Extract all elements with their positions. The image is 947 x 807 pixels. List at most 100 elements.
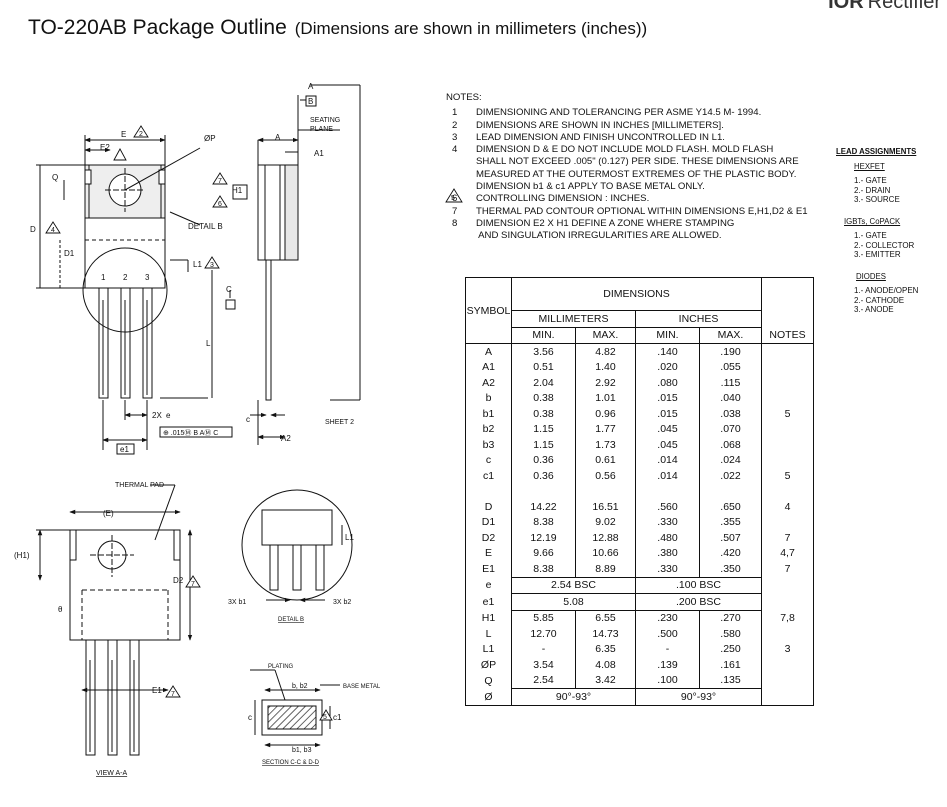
label-D1: D1: [64, 249, 75, 258]
table-cell: .200 BSC: [635, 593, 762, 611]
table-cell: L: [465, 626, 512, 642]
table-cell: [761, 421, 814, 437]
label-section: SECTION C-C & D-D: [262, 760, 320, 766]
table-cell: 4.82: [575, 343, 636, 360]
label-e1: e1: [120, 445, 129, 454]
table-cell: 16.51: [575, 499, 636, 515]
label-section-c1: c1: [333, 713, 342, 722]
label-seating: SEATING: [310, 117, 340, 124]
table-cell: [761, 593, 814, 610]
label-E1: E1: [152, 686, 162, 695]
view-a-a: [36, 484, 193, 756]
table-cell: .115: [699, 375, 762, 391]
note-triangles: 2 4 7 6 3 7 7 5 5: [45, 125, 463, 721]
table-cell: 4: [761, 499, 814, 515]
table-cell: .650: [699, 499, 762, 515]
th-mm-min: MIN.: [511, 326, 576, 344]
svg-text:5: 5: [323, 714, 327, 721]
table-cell: 6.35: [575, 641, 636, 657]
label-A-datum: A: [308, 82, 314, 91]
table-cell: [761, 375, 814, 391]
table-cell: [511, 483, 576, 499]
table-cell: 8.38: [511, 561, 576, 577]
th-in-min: MIN.: [635, 326, 700, 344]
table-cell: [761, 343, 814, 360]
label-sheet2: SHEET 2: [325, 419, 354, 426]
label-A: A: [275, 133, 281, 142]
label-E2: E2: [100, 143, 110, 152]
table-cell: 8.89: [575, 561, 636, 577]
table-cell: .080: [635, 375, 700, 391]
table-cell: 10.66: [575, 545, 636, 561]
label-A1: A1: [314, 149, 324, 158]
table-cell: .270: [699, 610, 762, 626]
th-inch: INCHES: [635, 310, 762, 328]
table-cell: b1: [465, 406, 512, 422]
section-cc-dd: [250, 669, 340, 748]
table-cell: .055: [699, 359, 762, 375]
table-cell: 7,8: [761, 610, 814, 626]
table-cell: e: [465, 577, 512, 594]
table-cell: -: [511, 641, 576, 657]
table-cell: [761, 390, 814, 406]
table-cell: 5.08: [511, 593, 636, 611]
label-A2: A2: [281, 434, 291, 443]
table-cell: .100: [635, 672, 700, 689]
label-paren-H1: (H1): [14, 551, 30, 560]
label-D: D: [30, 225, 36, 234]
label-D2: D2: [173, 576, 184, 585]
table-cell: 0.38: [511, 406, 576, 422]
label-detail-L1: L1: [345, 533, 354, 542]
table-cell: [575, 483, 636, 499]
table-cell: 0.51: [511, 359, 576, 375]
table-cell: c1: [465, 468, 512, 484]
table-cell: 90°-93°: [635, 688, 762, 706]
table-cell: 4.08: [575, 657, 636, 673]
table-cell: .230: [635, 610, 700, 626]
table-cell: [761, 672, 814, 689]
svg-text:2: 2: [139, 131, 143, 138]
table-cell: c: [465, 452, 512, 468]
table-cell: [699, 483, 762, 499]
table-cell: 0.61: [575, 452, 636, 468]
table-cell: 12.88: [575, 530, 636, 546]
table-cell: 0.56: [575, 468, 636, 484]
label-B-datum: B: [308, 97, 313, 106]
table-cell: 3.42: [575, 672, 636, 689]
svg-text:4: 4: [51, 227, 55, 234]
table-cell: [761, 657, 814, 673]
table-cell: b2: [465, 421, 512, 437]
label-2x: 2X: [152, 411, 162, 420]
table-cell: 2.04: [511, 375, 576, 391]
detail-b: [241, 489, 353, 603]
table-cell: 3: [761, 641, 814, 657]
label-3x-b2: 3X b2: [333, 599, 351, 606]
title-sub: (Dimensions are shown in millimeters (in…: [294, 19, 648, 38]
table-cell: 5: [761, 406, 814, 422]
label-E: E: [121, 130, 126, 139]
label-pin3: 3: [145, 273, 150, 282]
table-cell: .580: [699, 626, 762, 642]
table-cell: [761, 688, 814, 705]
table-cell: 6.55: [575, 610, 636, 626]
svg-text:7: 7: [171, 691, 175, 698]
table-cell: 14.22: [511, 499, 576, 515]
table-cell: .330: [635, 514, 700, 530]
svg-text:6: 6: [218, 201, 222, 208]
table-cell: [761, 483, 814, 499]
table-cell: .015: [635, 406, 700, 422]
table-cell: 7: [761, 561, 814, 577]
table-cell: .380: [635, 545, 700, 561]
table-cell: .139: [635, 657, 700, 673]
label-detail-b: DETAIL B: [188, 222, 223, 231]
svg-text:7: 7: [191, 581, 195, 588]
